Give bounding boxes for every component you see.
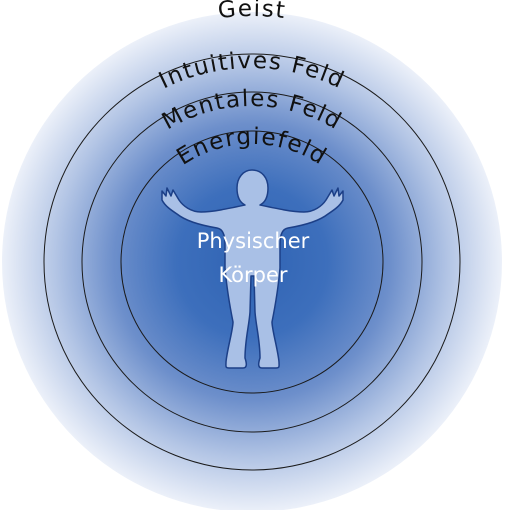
center-label-line1: Physischer [197,229,310,253]
ring-intuitive-field [43,53,461,471]
ring-mental-field [81,91,423,433]
human-figure-icon [161,169,344,369]
label-geist-text: Geist [217,0,286,24]
ring-energy-field [120,130,384,394]
label-geist: Geist [217,0,288,24]
center-label-line2: Körper [218,263,287,287]
